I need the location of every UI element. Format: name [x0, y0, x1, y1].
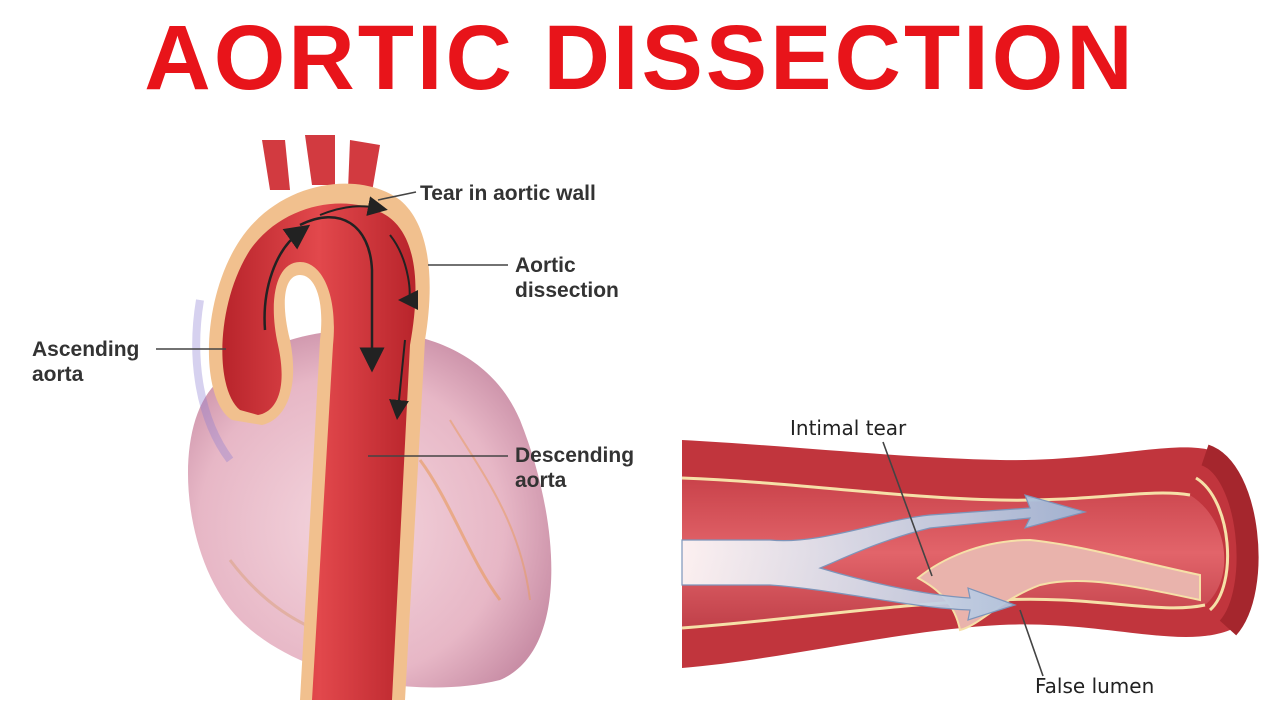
branch-vessel	[348, 140, 380, 192]
label-aortic-dissection-2: dissection	[515, 279, 619, 302]
label-false-lumen: False lumen	[1035, 674, 1154, 698]
label-descending-aorta-2: aorta	[515, 469, 567, 492]
label-tear-in-aortic-wall: Tear in aortic wall	[420, 182, 596, 205]
vessel-diagram: Intimal tear False lumen	[681, 416, 1259, 698]
branch-vessel	[305, 135, 335, 185]
page-title: AORTIC DISSECTION	[144, 7, 1136, 109]
aortic-lumen	[222, 203, 416, 701]
blood-flow-arrow	[681, 494, 1088, 621]
label-descending-aorta-1: Descending	[515, 444, 634, 467]
heart-diagram: Tear in aortic wall Aortic dissection As…	[32, 135, 634, 701]
label-intimal-tear: Intimal tear	[790, 416, 907, 440]
label-ascending-aorta-2: aorta	[32, 363, 84, 386]
label-aortic-dissection-1: Aortic	[515, 254, 576, 277]
label-ascending-aorta-1: Ascending	[32, 338, 139, 361]
branch-vessel	[262, 140, 290, 190]
